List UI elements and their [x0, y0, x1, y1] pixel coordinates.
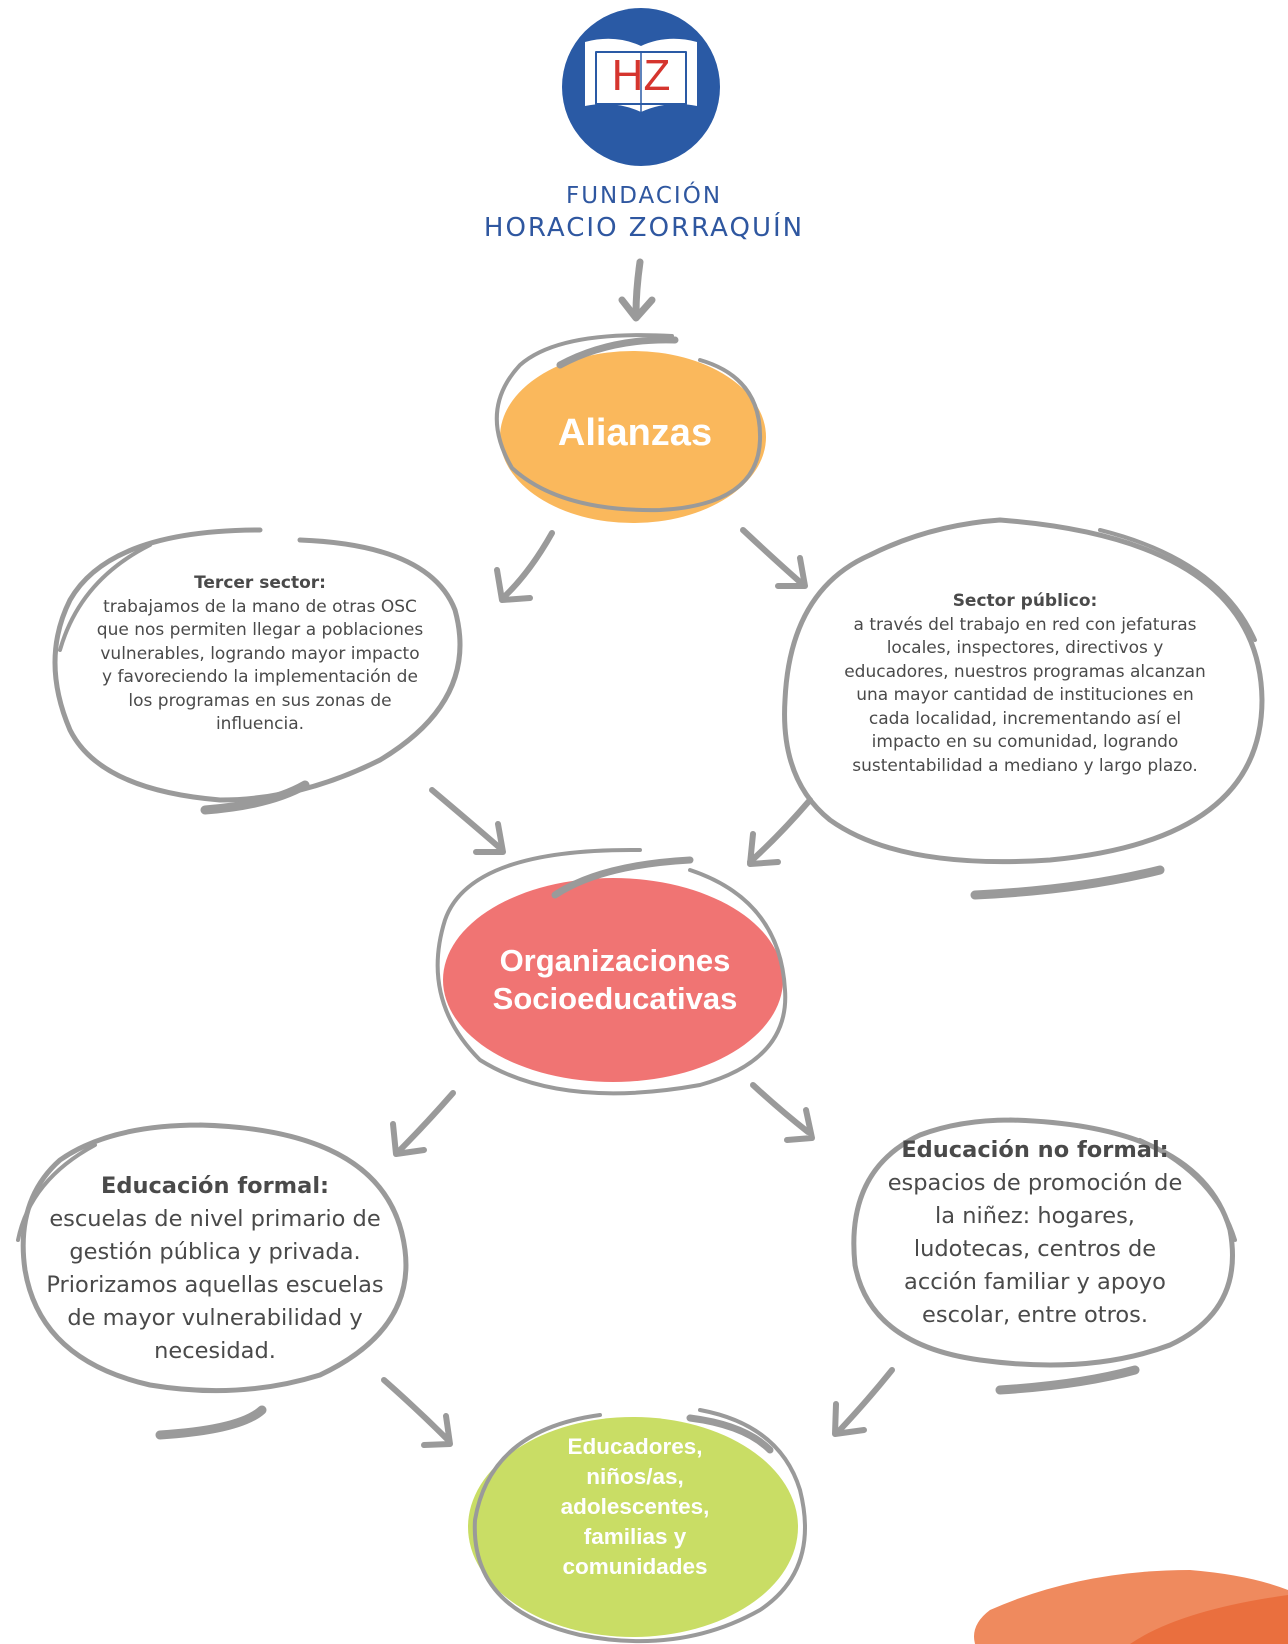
organizaciones-outline	[435, 847, 788, 1096]
logo-text-line2: HORACIO ZORRAQUÍN	[483, 213, 805, 243]
body-line: trabajamos de la mano de otras OSC	[103, 596, 417, 617]
educacion-no-formal-title: Educación no formal:	[901, 1137, 1169, 1163]
body-line: gestión pública y privada.	[69, 1239, 361, 1265]
beneficiarios-line: niños/as,	[586, 1464, 684, 1489]
body-line: necesidad.	[154, 1338, 276, 1364]
organizaciones-blob	[443, 878, 783, 1082]
arrow-logo-to-alianzas	[632, 258, 644, 318]
body-line: escuelas de nivel primario de	[49, 1206, 381, 1232]
decorative-blob-2	[1130, 1595, 1288, 1644]
educacion-formal-title: Educación formal:	[100, 1173, 330, 1199]
body-line: que nos permiten llegar a poblaciones	[96, 620, 424, 640]
body-line: sustentabilidad a mediano y largo plazo.	[852, 755, 1198, 776]
organizaciones-line2: Socioeducativas	[492, 981, 738, 1016]
arrow-org-to-noformal	[750, 1082, 811, 1135]
body-line: los programas en sus zonas de	[128, 690, 392, 711]
body-line: espacios de promoción de	[887, 1170, 1183, 1196]
body-line: y favoreciendo la implementación de	[102, 667, 418, 687]
beneficiarios-outline	[472, 1408, 807, 1644]
body-line: de mayor vulnerabilidad y	[67, 1305, 363, 1331]
educacion-formal-text: Educación formal: escuelas de nivel prim…	[30, 1170, 400, 1368]
tercer-sector-text: Tercer sector: trabajamos de la mano de …	[70, 572, 450, 737]
arrow-alianzas-to-tercer	[502, 530, 555, 599]
arrow-head	[618, 296, 656, 322]
arrow-noformal-to-benef	[835, 1367, 895, 1435]
body-line: vulnerables, logrando mayor impacto	[100, 643, 420, 664]
tercer-sector-title: Tercer sector:	[194, 573, 326, 593]
sector-publico-bubble	[782, 517, 1265, 865]
alianzas-blob	[500, 351, 766, 523]
body-line: Priorizamos aquellas escuelas	[46, 1272, 384, 1298]
body-line: a través del trabajo en red con jefatura…	[853, 614, 1197, 635]
sector-publico-text: Sector público: a través del trabajo en …	[815, 590, 1235, 778]
organizaciones-title: Organizaciones Socioeducativas	[455, 942, 775, 1018]
alianzas-outline	[494, 333, 763, 513]
beneficiarios-line: comunidades	[562, 1554, 708, 1579]
educacion-formal-bubble	[20, 1122, 409, 1394]
logo-initials: HZ	[611, 51, 671, 100]
organizaciones-line1: Organizaciones	[499, 943, 731, 978]
beneficiarios-blob	[468, 1417, 798, 1637]
body-line: ludotecas, centros de	[913, 1236, 1157, 1262]
body-line: cada localidad, incrementando así el	[868, 708, 1182, 729]
body-line: escolar, entre otros.	[922, 1302, 1148, 1328]
body-line: una mayor cantidad de instituciones en	[856, 685, 1194, 705]
logo-text-line1: FUNDACIÓN	[565, 183, 723, 209]
beneficiarios-line: Educadores,	[567, 1434, 703, 1459]
body-line: educadores, nuestros programas alcanzan	[844, 661, 1206, 682]
educacion-no-formal-text: Educación no formal: espacios de promoci…	[865, 1134, 1205, 1332]
body-line: impacto en su comunidad, logrando	[871, 732, 1179, 752]
beneficiarios-title: Educadores, niños/as, adolescentes, fami…	[520, 1432, 750, 1582]
beneficiarios-line: familias y	[583, 1524, 687, 1549]
body-line: locales, inspectores, directivos y	[886, 638, 1164, 658]
arrow-formal-to-benef	[381, 1377, 451, 1443]
arrow-org-to-formal	[395, 1090, 456, 1155]
arrow-tercer-to-org	[429, 787, 503, 851]
beneficiarios-line: adolescentes,	[560, 1494, 710, 1519]
arrow-alianzas-to-publico	[740, 527, 803, 585]
body-line: influencia.	[215, 714, 305, 734]
book-icon	[585, 38, 697, 113]
tercer-sector-bubble	[52, 527, 463, 803]
body-line: la niñez: hogares,	[935, 1203, 1135, 1229]
body-line: acción familiar y apoyo	[904, 1269, 1166, 1295]
sector-publico-title: Sector público:	[952, 591, 1098, 611]
arrow-publico-to-org	[747, 797, 813, 865]
alianzas-outline-2	[556, 336, 679, 369]
alianzas-title: Alianzas	[557, 412, 713, 454]
